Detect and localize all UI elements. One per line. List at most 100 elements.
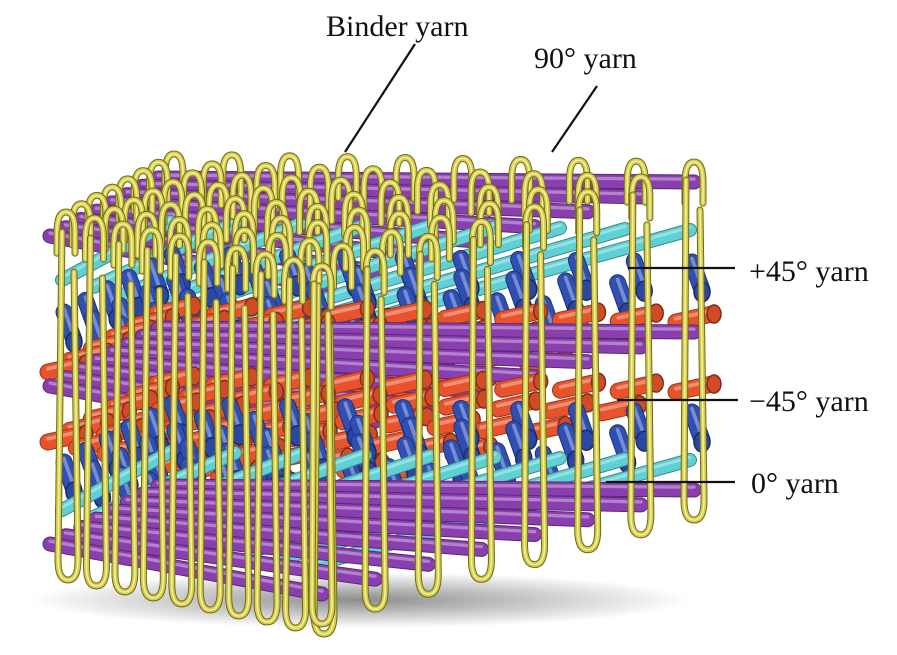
binder-yarn-top-2-3-highlight: [197, 208, 218, 251]
ninety-yarn-4-6-highlight: [140, 331, 643, 346]
binder-yarn-top-5-7-highlight: [479, 186, 499, 229]
binder-yarn-top-0-4-highlight: [170, 235, 190, 278]
binder-yarn-top-6-2-highlight: [255, 164, 276, 208]
binder-yarn-top-4-9-highlight: [524, 205, 545, 249]
binder-yarn-top-0-2-highlight: [113, 223, 133, 266]
binder-yarn-top-5-2-highlight: [232, 174, 252, 218]
ninety-yarn-8-6-highlight: [140, 489, 643, 504]
binder-yarn-top-1-9-highlight: [365, 250, 385, 294]
ninety-yarn-4-4: [105, 346, 542, 384]
binder-yarn-top-2-8-highlight: [381, 230, 402, 274]
binder-yarn-side-0-highlight: [311, 283, 333, 625]
binder-yarn-top-7-2-highlight: [279, 155, 300, 198]
binder-yarn-top-3-6-highlight: [348, 209, 369, 252]
minus45-yarn-5-4-0-highlight: [132, 382, 173, 395]
leader-lines: [344, 43, 738, 484]
binder-yarn-top-4-5-highlight: [343, 193, 364, 237]
binder-yarn-top-2-9-highlight: [418, 235, 439, 279]
binder-yarn-front-4-highlight: [171, 255, 193, 605]
ninety-yarn-8-4-highlight: [110, 506, 537, 534]
binder-yarn-top-0-8-highlight: [283, 259, 304, 302]
binder-yarn-top-0-0-highlight: [56, 211, 76, 254]
binder-yarn-top-4-6-highlight: [389, 196, 409, 240]
binder-yarn-side-3-highlight: [470, 238, 493, 581]
binder-yarn-top-1-8-highlight: [332, 245, 353, 288]
plus45-yarn-label: +45° yarn: [749, 255, 869, 288]
zero-yarn-1-3: [152, 219, 371, 307]
minus45-yarn-3-4-0-highlight: [132, 312, 173, 325]
binder-yarn-top-0-7-highlight: [255, 253, 275, 296]
ninety-yarn-8-4: [105, 504, 542, 542]
binder-yarn-top-5-8-highlight: [528, 188, 549, 232]
binder-yarn-top-7-1-highlight: [222, 154, 242, 197]
binder-yarn-top-0-9-highlight: [312, 265, 332, 308]
binder-yarn-top-5-9-highlight: [577, 190, 598, 234]
minus45-yarn-3-5-6: [495, 303, 547, 327]
ninety-yarn-4-6: [136, 329, 648, 354]
binder-yarn-front-0-highlight: [57, 231, 79, 581]
binder-yarn-side-6-highlight: [630, 194, 652, 536]
binder-yarn-top-6-8-highlight: [577, 174, 598, 218]
binder-yarn-top-2-7-highlight: [344, 226, 365, 270]
minus45-yarn-label: −45° yarn: [749, 385, 869, 418]
binder-yarn-top-1-6-highlight: [267, 234, 287, 278]
binder-yarn-top-3-8-highlight: [430, 216, 451, 260]
binder-yarn-top-0-1-highlight: [84, 217, 105, 260]
binder-yarn-top-4-2-highlight: [208, 184, 228, 227]
minus45-yarn-5-5-6: [495, 373, 547, 397]
binder-yarn-top-6-1-highlight: [202, 163, 222, 206]
binder-yarn-top-7-8-highlight: [626, 160, 646, 204]
binder-yarn-top-3-1-highlight: [143, 190, 164, 233]
minus45-yarn-5-5-3-highlight: [327, 373, 368, 386]
binder-yarn-top-6-4-highlight: [363, 168, 383, 211]
binder-yarn-top-3-5-highlight: [307, 205, 328, 249]
binder-yarn-side-5-highlight: [576, 208, 599, 551]
binder-yarn-label: Binder yarn: [326, 10, 468, 43]
binder-yarn-top-3-4-highlight: [266, 201, 287, 245]
minus45-yarn-end-3-5-9: [706, 304, 722, 324]
minus45-yarn-5-2-0-highlight: [89, 405, 130, 418]
binder-yarn-front-6-highlight: [227, 267, 250, 617]
binder-yarn-top-5-1-highlight: [182, 172, 203, 215]
binder-yarn-front-8-highlight: [284, 279, 307, 629]
ninety-yarn-label: 90° yarn: [534, 42, 637, 75]
minus45-yarn-end-5-5-9: [706, 374, 722, 394]
binder-yarn-top-7-9-highlight: [684, 161, 704, 204]
binder-yarn-top-2-4-highlight: [234, 212, 254, 256]
binder-yarn-top-7-4-highlight: [395, 156, 415, 200]
binder-yarn-top-3-7-highlight: [389, 213, 410, 256]
minus45-yarn-5-5-3: [321, 371, 373, 395]
binder-yarn-top-1-5-highlight: [234, 229, 255, 273]
binder-yarn-top-5-6-highlight: [429, 183, 450, 227]
binder-yarn-side-7-highlight: [683, 179, 705, 521]
binder-yarn-top-6-9-highlight: [631, 176, 651, 219]
ninety-yarn-4-4-highlight: [110, 348, 537, 376]
ninety-leader: [551, 85, 598, 153]
binder-yarn-front-7-highlight: [256, 273, 278, 623]
binder-yarn-top-6-3-highlight: [309, 166, 330, 210]
binder-yarn-top-6-7-highlight: [523, 172, 544, 216]
binder-yarn-side-1-highlight: [364, 268, 386, 610]
binder-yarn-top-1-2-highlight: [136, 213, 157, 257]
minus45-yarn-3-5-3-highlight: [327, 303, 368, 316]
binder-yarn-side-4-highlight: [523, 223, 546, 566]
zero-yarn-label: 0° yarn: [751, 467, 839, 500]
ninety-yarn-8-6: [136, 487, 648, 512]
binder-yarn-top-1-3-highlight: [169, 218, 190, 262]
binder-leader: [344, 43, 416, 153]
binder-yarn-front-1-highlight: [85, 237, 108, 587]
binder-yarn-top-3-9-highlight: [471, 220, 492, 264]
minus45-yarn-5-2-7-highlight: [370, 433, 411, 446]
binder-yarn-top-2-6-highlight: [308, 221, 328, 265]
binder-yarn-top-4-8-highlight: [479, 202, 500, 246]
binder-yarn-front-5-highlight: [199, 261, 221, 611]
binder-yarn-side-2-highlight: [417, 253, 440, 596]
binder-yarn-top-7-3-highlight: [337, 155, 358, 199]
woven-yarn-block: [39, 150, 722, 638]
minus45-yarn-3-5-3: [321, 301, 373, 325]
binder-yarn-top-0-3-highlight: [141, 229, 162, 272]
binder-yarn-top-2-5-highlight: [271, 217, 291, 261]
binder-yarn-top-4-7-highlight: [434, 199, 454, 243]
binder-yarn-top-0-5-highlight: [198, 241, 218, 284]
